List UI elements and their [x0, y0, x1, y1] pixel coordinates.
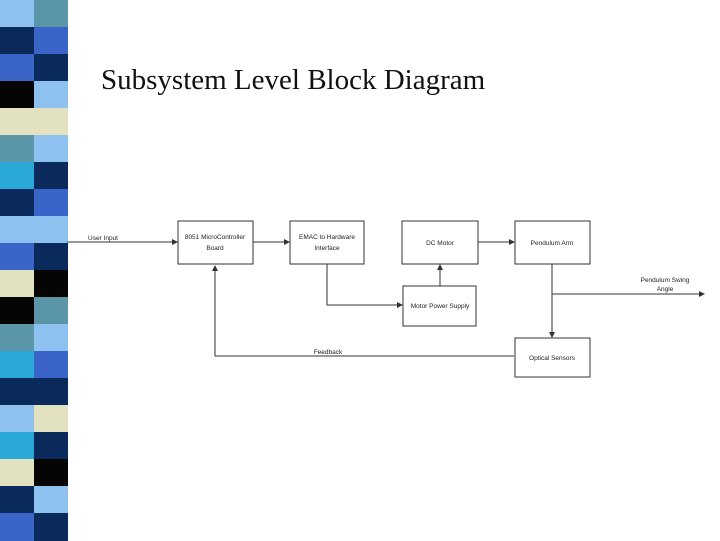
stripe-cell [34, 216, 68, 244]
label-pendulum-arm: Pendulum Arm [531, 240, 574, 247]
stripe-cell [0, 459, 34, 487]
stripe-cell [0, 81, 34, 109]
label-swing-angle-line2: Angle [657, 286, 674, 293]
stripe-cell [34, 108, 68, 136]
stripe-cell [0, 108, 34, 136]
block-emac-interface [289, 220, 365, 265]
label-feedback: Feedback [314, 349, 343, 356]
stripe-cell [34, 270, 68, 298]
stripe-cell [34, 297, 68, 325]
stripe-cell [34, 162, 68, 190]
stripe-cell [34, 432, 68, 460]
stripe-cell [0, 243, 34, 271]
stripe-cell [0, 405, 34, 433]
stripe-cell [0, 189, 34, 217]
block-optical-sensors [514, 337, 591, 378]
decorative-stripe [0, 0, 68, 541]
stripe-cell [34, 81, 68, 109]
stripe-cell [34, 351, 68, 379]
label-optical-sensors: Optical Sensors [529, 355, 576, 362]
label-motor-power-supply: Motor Power Supply [411, 303, 470, 310]
stripe-cell [34, 135, 68, 163]
arrow-emac-to-power-supply [326, 264, 403, 308]
stripe-cell [0, 432, 34, 460]
stripe-cell [34, 27, 68, 55]
stripe-cell [34, 405, 68, 433]
stripe-cell [34, 0, 68, 28]
label-microcontroller-line1: 8051 MicroController [185, 234, 246, 241]
stripe-cell [34, 243, 68, 271]
stripe-cell [0, 135, 34, 163]
stripe-cell [0, 297, 34, 325]
slide-title: Subsystem Level Block Diagram [101, 64, 486, 96]
stripe-cell [0, 513, 34, 541]
label-swing-angle-line1: Pendulum Swing [641, 277, 690, 284]
label-emac-line2: Interface [314, 245, 340, 252]
stripe-cell [0, 27, 34, 55]
stripe-cell [0, 486, 34, 514]
stripe-cell [0, 378, 34, 406]
stripe-cell [34, 324, 68, 352]
arrow-feedback [212, 265, 514, 357]
stripe-cell [34, 54, 68, 82]
stripe-cell [0, 162, 34, 190]
block-microcontroller [177, 220, 254, 265]
stripe-cell [34, 378, 68, 406]
stripe-cell [34, 513, 68, 541]
block-pendulum-arm [514, 220, 591, 265]
block-motor-power-supply [402, 285, 477, 327]
stripe-cell [0, 270, 34, 298]
stripe-cell [0, 351, 34, 379]
stripe-cell [0, 0, 34, 28]
stripe-cell [0, 216, 34, 244]
label-microcontroller-line2: Board [206, 245, 224, 252]
stripe-cell [34, 486, 68, 514]
stripe-cell [0, 324, 34, 352]
stripe-cell [34, 189, 68, 217]
label-user-input: User Input [88, 235, 118, 242]
block-dc-motor [401, 220, 479, 265]
stripe-cell [34, 459, 68, 487]
label-dc-motor: DC Motor [426, 240, 455, 247]
label-emac-line1: EMAC to Hardware [299, 234, 355, 241]
stripe-cell [0, 54, 34, 82]
